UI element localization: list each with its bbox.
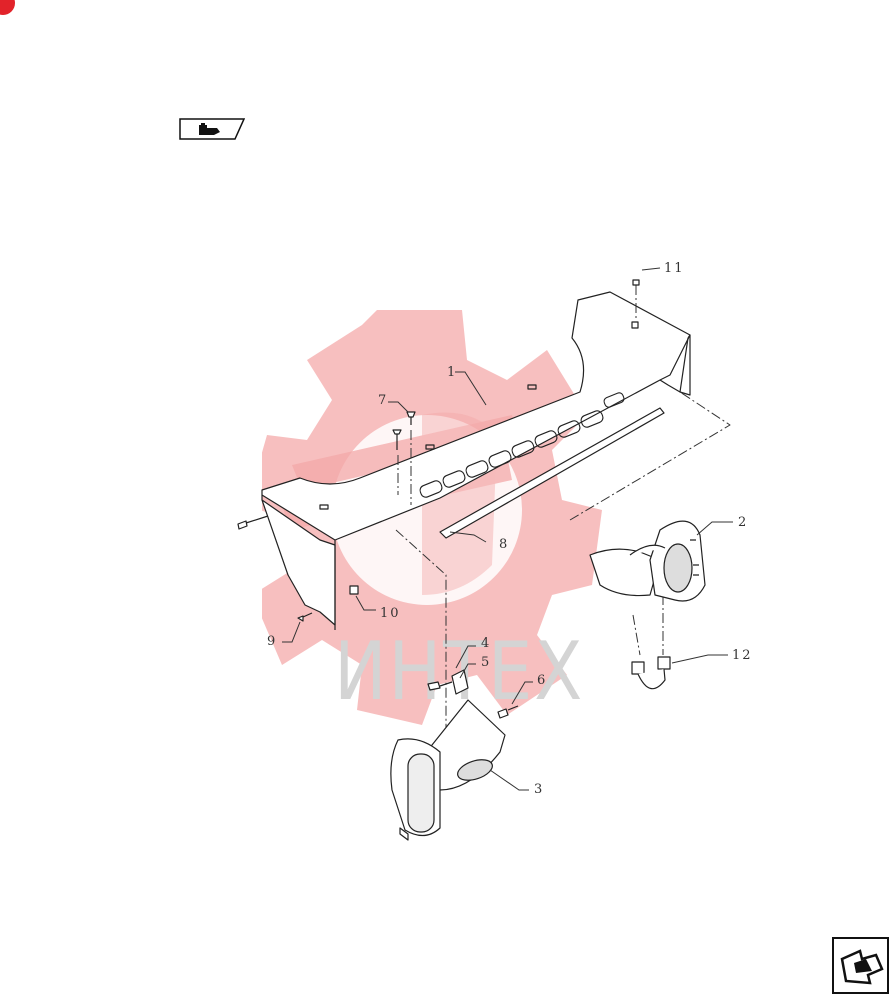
watermark-text: ИНТЕХ <box>334 625 585 718</box>
next-page-arrow-icon <box>832 937 889 994</box>
callout-3: 3 <box>534 782 544 797</box>
callout-7: 7 <box>378 393 388 408</box>
callout-8: 8 <box>499 537 509 552</box>
callout-1: 1 <box>447 365 457 380</box>
callout-5: 5 <box>481 655 491 670</box>
callout-9: 9 <box>267 634 277 649</box>
part-3-light-housing-left <box>390 699 506 841</box>
callout-6: 6 <box>537 673 547 688</box>
part-8-seal-strip <box>439 407 665 539</box>
callout-2: 2 <box>738 515 748 530</box>
part-2-light-housing-right <box>589 520 706 602</box>
callout-10: 10 <box>380 606 401 621</box>
callout-12: 12 <box>732 648 753 663</box>
part-4-5-bracket <box>427 669 469 695</box>
part-1-front-panel <box>261 291 691 630</box>
callout-4: 4 <box>481 636 491 651</box>
bolts <box>237 279 640 719</box>
reference-tag-icon[interactable] <box>179 118 246 140</box>
part-12-wire-harness <box>631 656 671 690</box>
next-page-button[interactable] <box>832 937 889 994</box>
callout-11: 11 <box>664 261 685 276</box>
brand-badge-icon <box>0 0 15 15</box>
